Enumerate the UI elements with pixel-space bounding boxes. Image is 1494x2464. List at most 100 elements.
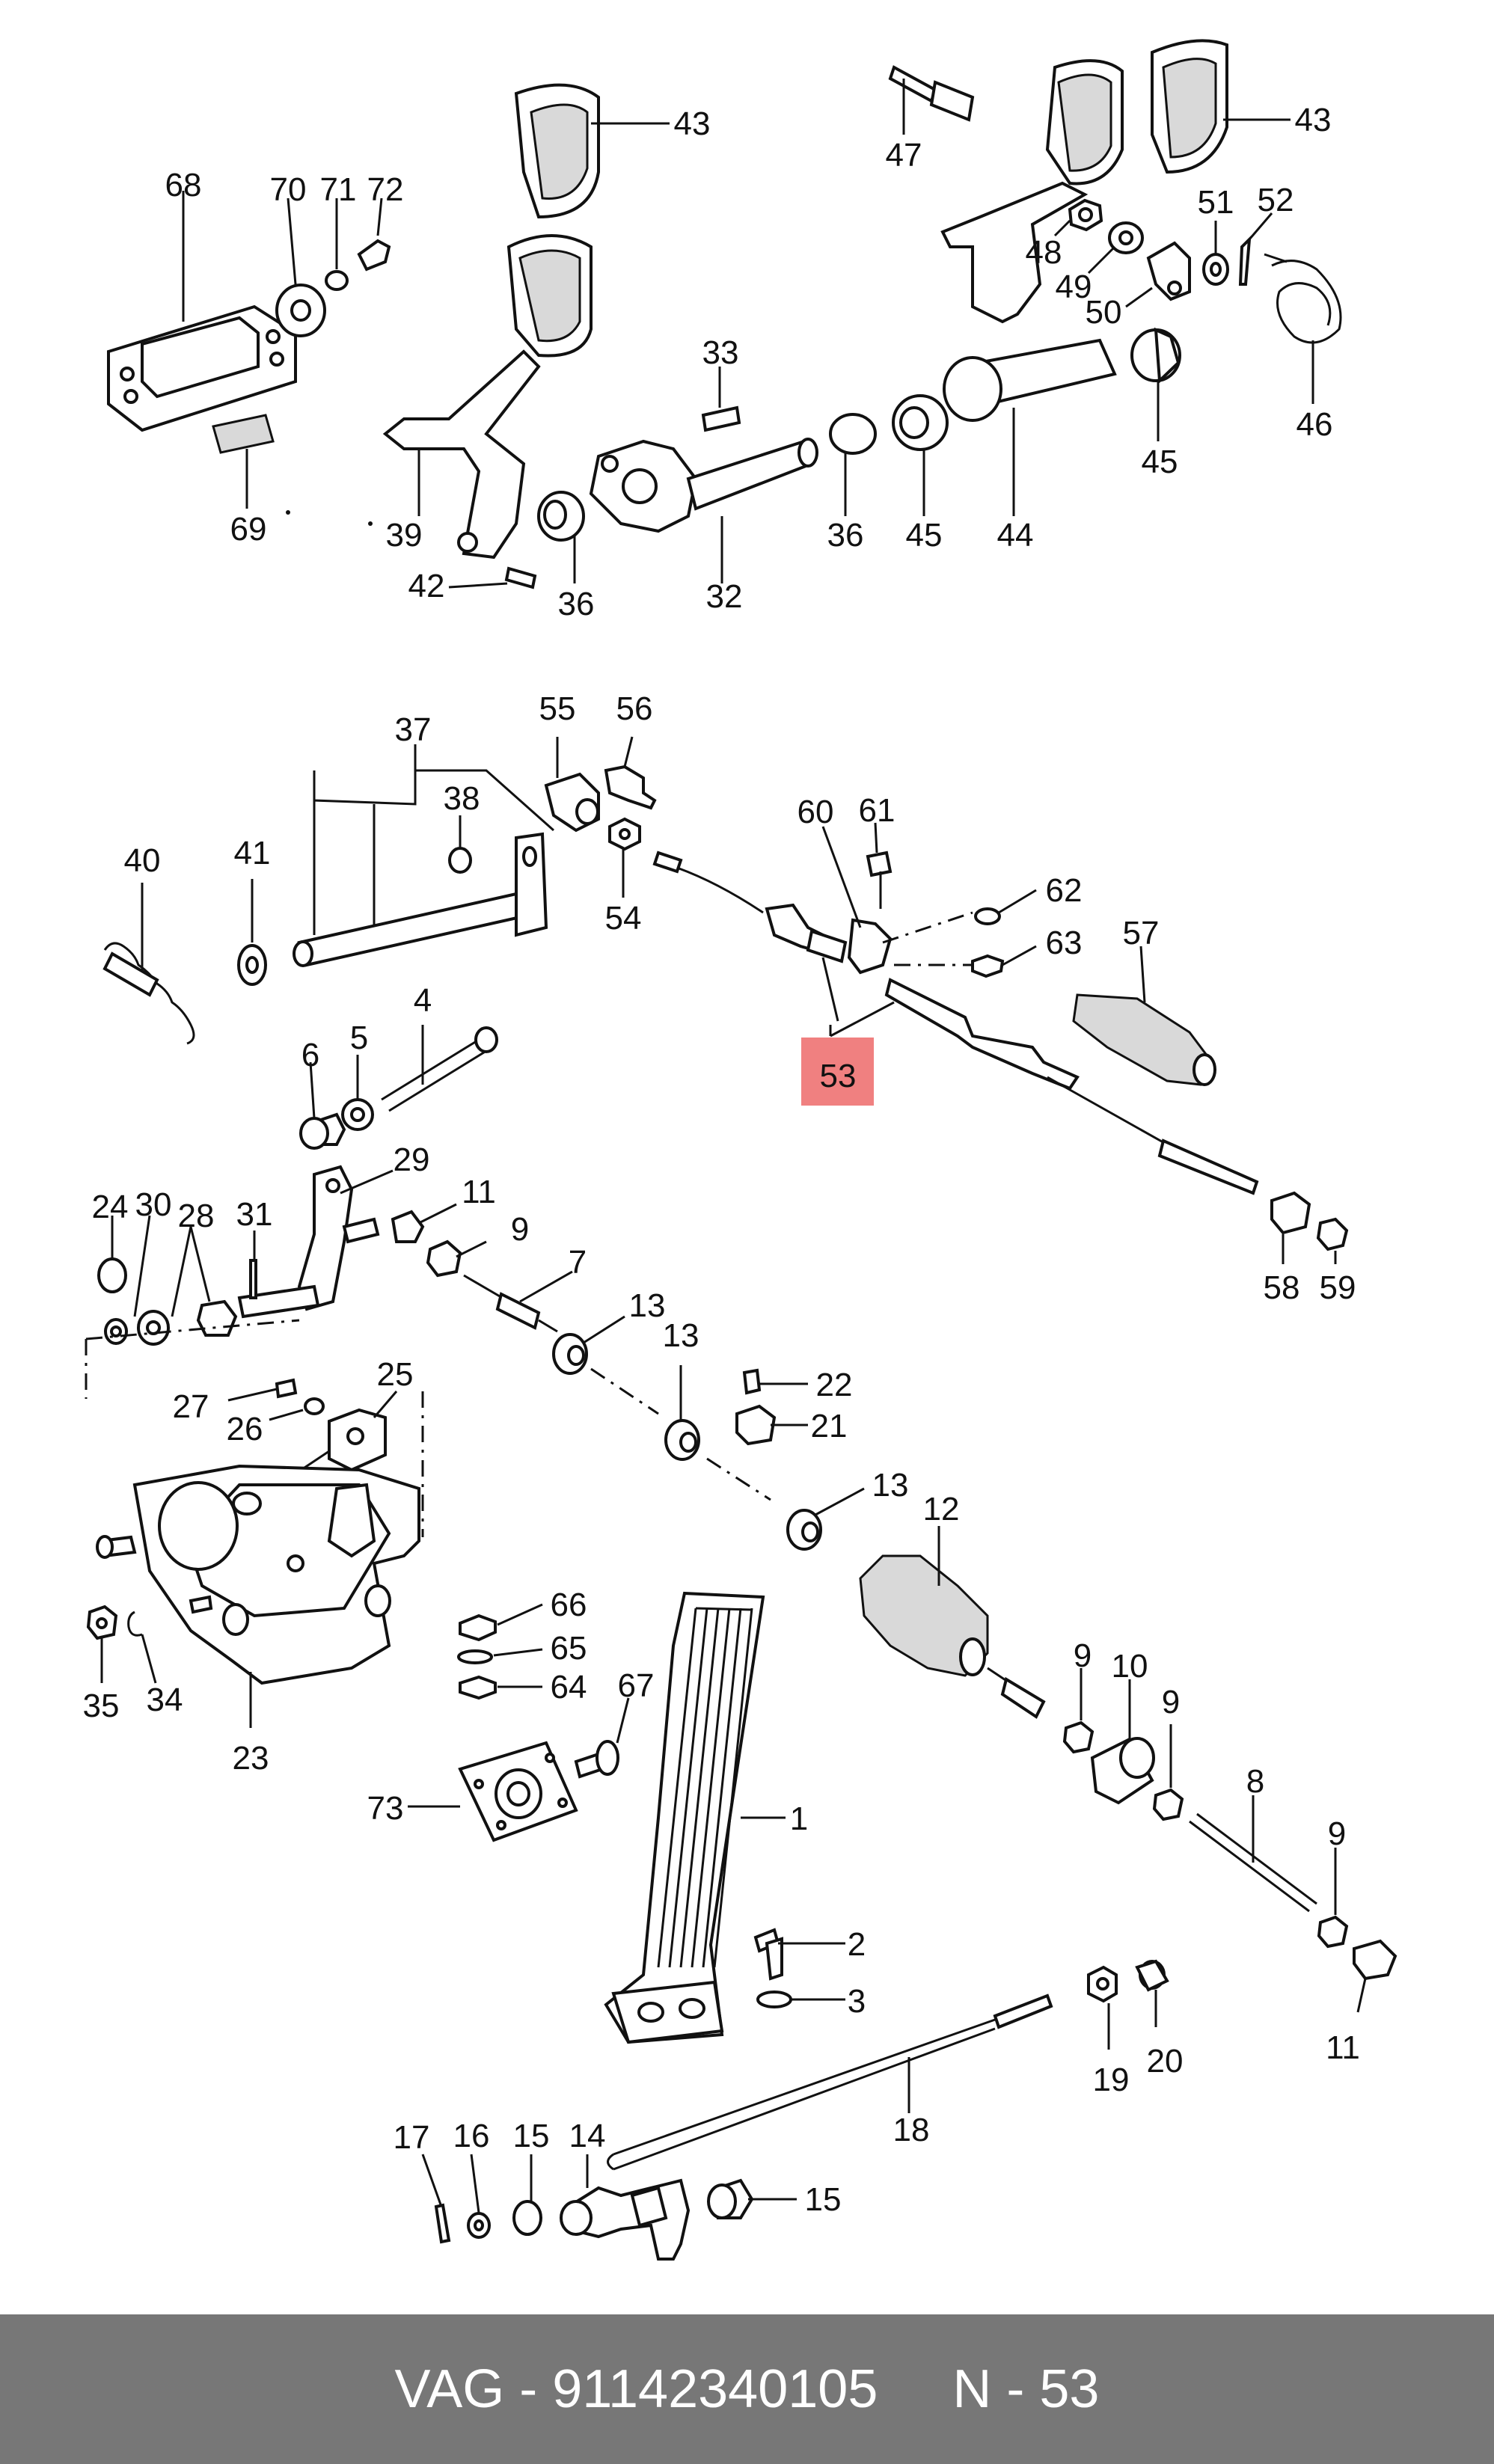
callout: 58 (1264, 1269, 1300, 1306)
parts-9-10 (1062, 1668, 1184, 1821)
callout: 70 (270, 171, 307, 208)
part-67-bolt (574, 1697, 630, 1779)
callout: 65 (551, 1630, 587, 1667)
callout: 56 (616, 690, 653, 727)
callout: 59 (1320, 1269, 1356, 1306)
callout: 62 (1046, 872, 1083, 909)
callout: 27 (173, 1388, 209, 1425)
parts-58-59 (1270, 1191, 1349, 1264)
part-68-control-unit (107, 191, 297, 432)
part-53-cable-assembly (652, 851, 1259, 1195)
parts-25-27 (227, 1378, 424, 1537)
callout: 8 (1246, 1763, 1264, 1800)
part-45-bushing (892, 394, 949, 516)
callout: 54 (605, 900, 642, 937)
callout-labels: 68 70 71 72 69 43 39 42 36 33 32 36 45 4… (83, 102, 1360, 2218)
callout: 29 (394, 1141, 430, 1178)
part-69 (212, 414, 275, 509)
callout: 66 (551, 1587, 587, 1623)
callout: 11 (462, 1174, 496, 1210)
callout: 12 (923, 1491, 960, 1527)
parts-4-6 (299, 1025, 498, 1150)
parts-60-63 (821, 822, 1037, 978)
callout: 69 (230, 511, 267, 548)
part-18-cable (607, 1993, 1053, 2171)
callout: 11 (1326, 2029, 1360, 2066)
parts-7-11 (391, 1203, 573, 1333)
callout: 2 (848, 1926, 866, 1963)
callout: 46 (1296, 406, 1333, 443)
part-48-nut (1053, 198, 1103, 237)
callout: 15 (805, 2181, 842, 2218)
part-50-bracket (1125, 241, 1191, 308)
rod-segment (590, 1367, 659, 1415)
callout: 9 (1162, 1684, 1180, 1720)
highlight-box-53 (801, 1038, 874, 1106)
part-1-accelerator-pedal (604, 1591, 786, 2044)
callout: 49 (1056, 269, 1092, 305)
callout: 41 (234, 835, 271, 871)
callout: 9 (1074, 1637, 1092, 1674)
callout: 7 (569, 1244, 587, 1281)
part-8-rod (1189, 1795, 1317, 1913)
callout: 63 (1046, 925, 1083, 961)
part-73-mount-plate (408, 1741, 578, 1842)
callout: 3 (848, 1983, 866, 2020)
callout: 26 (227, 1411, 263, 1447)
parts-19-20 (1087, 1959, 1169, 2050)
callout: 19 (1093, 2062, 1130, 2098)
part-33 (701, 367, 741, 432)
callout: 67 (618, 1667, 655, 1704)
callout: 43 (674, 105, 711, 142)
callout: 9 (511, 1211, 529, 1248)
part-number-text: VAG - 91142340105 N - 53 (394, 2359, 1100, 2419)
callout: 16 (453, 2118, 490, 2154)
callout: 71 (320, 171, 357, 208)
callout: 13 (663, 1317, 699, 1354)
parts-64-66 (457, 1603, 543, 1700)
callout: 37 (395, 711, 432, 748)
parts-70-72 (275, 197, 391, 337)
callout: 6 (301, 1037, 319, 1073)
callout: 13 (872, 1467, 909, 1504)
callout: 47 (886, 137, 922, 174)
callout: 14 (569, 2118, 606, 2154)
part-13-damper-3 (786, 1487, 865, 1551)
part-37-pedal-bracket (293, 744, 554, 967)
part-46-spring (1264, 253, 1342, 404)
callout: 24 (92, 1189, 129, 1225)
callout: 17 (394, 2119, 430, 2156)
rod-segment-2 (706, 1457, 771, 1501)
part-13-damper-2 (664, 1365, 700, 1461)
callout: 61 (859, 792, 896, 829)
callout: 36 (558, 586, 595, 622)
parts-21-22 (735, 1368, 808, 1446)
callout: 73 (367, 1790, 404, 1827)
callout: 18 (893, 2112, 930, 2148)
part-47-bolt (888, 65, 975, 135)
part-23-pedal-base (96, 1464, 420, 1728)
part-39-brake-pedal (382, 234, 593, 560)
callout: 45 (906, 517, 943, 554)
parts-51-52 (1202, 212, 1273, 286)
callout: 23 (233, 1740, 269, 1777)
callout: 48 (1026, 234, 1062, 271)
callout: 36 (827, 517, 864, 554)
callout: 40 (124, 842, 161, 879)
part-number-footer: VAG - 91142340105 N - 53 (0, 2314, 1494, 2464)
part-36-bushing-2 (829, 413, 877, 516)
part-32-pedal-shaft (589, 438, 818, 583)
callout: 22 (816, 1367, 853, 1403)
callout: 25 (377, 1356, 414, 1393)
part-40-spring (102, 883, 195, 1045)
callout: 20 (1147, 2043, 1184, 2080)
part-43-pedal-pad-left (514, 83, 670, 219)
part-12-bellows-boot (859, 1526, 1046, 1719)
callout: 21 (811, 1408, 848, 1444)
part-57-bellows-boot (1072, 946, 1216, 1086)
callout: 64 (551, 1669, 587, 1706)
callout: 45 (1142, 444, 1178, 480)
part-29-lever (237, 1165, 394, 1319)
parts-9-11-end (1317, 1848, 1397, 2013)
